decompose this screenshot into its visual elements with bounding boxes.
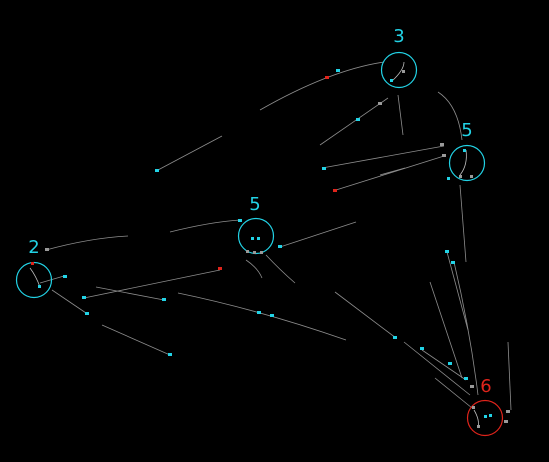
planet-node-bottom-right[interactable]: 6: [466, 376, 504, 437]
node-unit-count: 3: [393, 26, 404, 47]
trail: [83, 269, 221, 299]
orbit-trail: [391, 61, 405, 82]
trail: [319, 97, 389, 146]
unit-player: [445, 250, 449, 253]
unit-neutral: [442, 154, 446, 157]
node-unit-count: 2: [28, 237, 39, 258]
trail: [177, 292, 347, 341]
node-ring: [466, 399, 504, 437]
unit-player: [257, 311, 261, 314]
trail: [335, 155, 445, 191]
unit-trails: [39, 61, 512, 411]
unit-neutral: [470, 385, 474, 388]
unit-player: [420, 347, 424, 350]
trail: [334, 291, 397, 339]
orbit-unit: [38, 285, 41, 288]
unit-player: [278, 245, 282, 248]
unit-neutral: [378, 102, 382, 105]
trail: [45, 235, 129, 251]
orbit-unit: [260, 251, 263, 254]
unit-player: [451, 261, 455, 264]
planet-node-left[interactable]: 2: [15, 237, 53, 299]
orbit-unit: [472, 406, 475, 409]
orbit-unit: [402, 70, 405, 73]
trail: [437, 91, 463, 141]
unit-neutral: [504, 420, 508, 423]
orbit-unit: [246, 250, 249, 253]
trail: [321, 145, 445, 169]
trail: [459, 184, 467, 263]
node-unit-count: 5: [461, 120, 472, 141]
unit-enemy: [325, 76, 329, 79]
unit-player: [448, 362, 452, 365]
trail: [429, 281, 463, 379]
trail: [245, 259, 263, 279]
orbit-unit: [477, 425, 480, 428]
unit-enemy: [333, 189, 337, 192]
orbit-unit: [470, 175, 473, 178]
planet-node-top[interactable]: 3: [380, 26, 418, 89]
planet-node-right[interactable]: 5: [447, 120, 486, 182]
unit-player: [393, 336, 397, 339]
unit-neutral: [506, 410, 510, 413]
orbit-trail: [29, 267, 41, 288]
unit-player: [336, 69, 340, 72]
unit-player: [162, 298, 166, 301]
orbit-unit: [251, 237, 254, 240]
unit-player: [168, 353, 172, 356]
unit-player: [82, 296, 86, 299]
unit-neutral: [440, 143, 444, 146]
unit-neutral: [45, 248, 49, 251]
node-ring: [237, 217, 275, 255]
orbit-unit: [253, 251, 256, 254]
unit-enemy: [218, 267, 222, 270]
orbit-trail: [459, 149, 467, 176]
unit-markers: [45, 69, 510, 423]
trail: [51, 289, 87, 314]
trail: [101, 324, 171, 356]
trail: [265, 254, 296, 284]
node-ring: [448, 144, 486, 182]
trail: [95, 286, 165, 301]
orbit-unit: [31, 262, 34, 265]
orbit-unit: [257, 237, 260, 240]
orbit-unit: [463, 149, 466, 152]
trail: [397, 94, 404, 136]
trail: [421, 349, 467, 381]
trail: [434, 377, 473, 409]
orbit-unit: [484, 415, 487, 418]
trail: [379, 167, 406, 176]
trail: [453, 261, 479, 396]
trail: [403, 341, 471, 396]
trail: [446, 251, 469, 331]
orbit-unit: [447, 177, 450, 180]
node-unit-count: 5: [249, 194, 260, 215]
unit-player: [85, 312, 89, 315]
trail: [507, 341, 512, 411]
unit-player: [270, 314, 274, 317]
orbit-unit: [459, 175, 462, 178]
trail: [259, 61, 385, 111]
unit-player: [356, 118, 360, 121]
node-ring: [380, 51, 418, 89]
trail: [279, 221, 357, 248]
unit-player: [63, 275, 67, 278]
orbit-unit: [390, 79, 393, 82]
planet-node-center[interactable]: 5: [237, 194, 275, 255]
orbit-unit: [489, 414, 492, 417]
node-ring: [15, 261, 53, 299]
node-unit-count: 6: [480, 376, 491, 397]
unit-player: [322, 167, 326, 170]
unit-player: [155, 169, 159, 172]
unit-player: [238, 219, 242, 222]
unit-player: [464, 377, 468, 380]
trail: [157, 135, 223, 171]
trail: [169, 219, 241, 233]
